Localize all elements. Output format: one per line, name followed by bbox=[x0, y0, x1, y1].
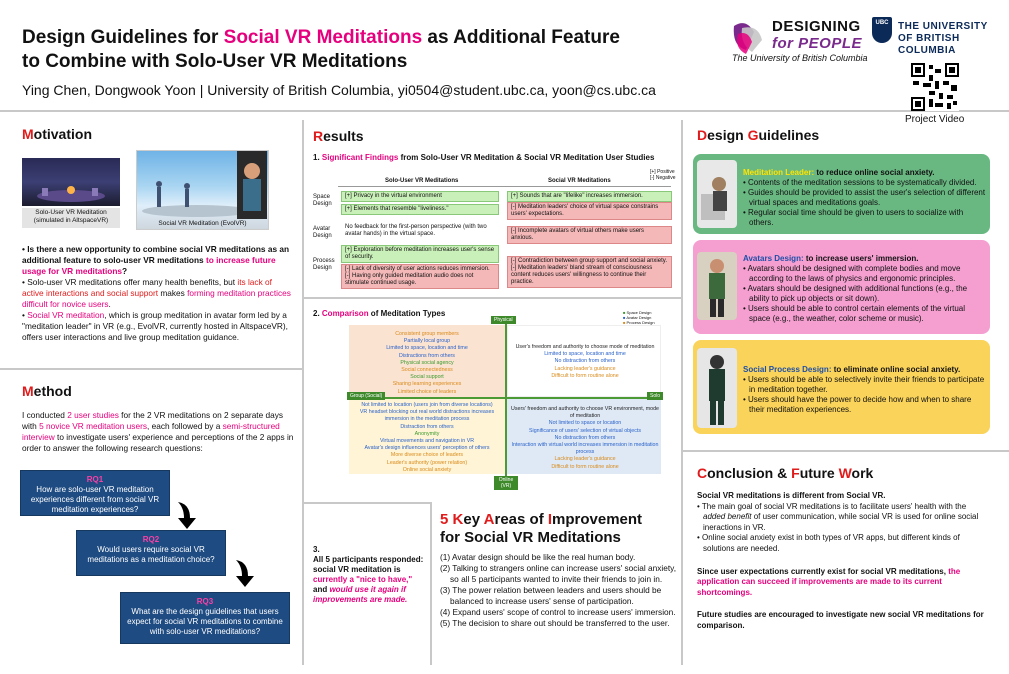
solo-vr-caption: Solo-User VR Meditation (simulated in Al… bbox=[22, 208, 120, 228]
axis-bottom-label: Online (VR) bbox=[494, 476, 518, 490]
column-divider-1 bbox=[302, 120, 304, 665]
key-area-item: (2) Talking to strangers online can incr… bbox=[440, 563, 676, 585]
guidelines-conclusion-divider bbox=[681, 450, 1009, 452]
guideline-process-text: Social Process Design: to eliminate onli… bbox=[743, 365, 987, 415]
arrow-down-icon bbox=[234, 558, 256, 588]
finding-social-space-2: [-] Meditation leaders' choice of virtua… bbox=[507, 202, 672, 220]
qr-label: Project Video bbox=[905, 114, 964, 125]
motivation-method-divider bbox=[0, 368, 302, 370]
quadrant-legend: ■ Space Design ■ Avatar Design ■ Process… bbox=[623, 310, 655, 325]
quadrant-top-right-list: User's freedom and authority to choose m… bbox=[510, 344, 660, 380]
quadrant-bottom-left-list: Not limited to location (users join from… bbox=[352, 402, 502, 474]
finding-social-avatar-1: [-] Incomplete avatars of virtual others… bbox=[507, 226, 672, 244]
axis-horizontal bbox=[347, 397, 663, 399]
method-text: I conducted 2 user studies for the 2 VR … bbox=[22, 410, 294, 454]
column-divider-2 bbox=[681, 120, 683, 665]
conclusion-heading: Conclusion & Future Work bbox=[697, 465, 873, 481]
guideline-leader-text: Meditation Leader: to reduce online soci… bbox=[743, 168, 987, 228]
table-rule bbox=[338, 186, 671, 187]
key-area-item: (5) The decision to share out should be … bbox=[440, 618, 676, 629]
col-solo-header: Solo-User VR Meditations bbox=[385, 178, 458, 184]
dfp-wordmark: DESIGNING for PEOPLE bbox=[772, 18, 862, 52]
finding-solo-process-2: [-] Lack of diversity of user actions re… bbox=[341, 264, 499, 289]
ubc-wordmark: THE UNIVERSITY OF BRITISH COLUMBIA bbox=[898, 21, 1009, 57]
qr-code-icon[interactable] bbox=[911, 63, 959, 111]
rq1-box: RQ1How are solo-user VR meditation exper… bbox=[20, 470, 170, 516]
key-areas-list: (1) Avatar design should be like the rea… bbox=[440, 552, 676, 629]
ubc-crest-icon: UBC bbox=[872, 17, 892, 43]
row-process-label: Process Design bbox=[313, 258, 335, 272]
guideline-avatar-image bbox=[697, 252, 737, 320]
guideline-leader-image bbox=[697, 160, 737, 228]
guidelines-heading: Design Guidelines bbox=[697, 127, 819, 143]
axis-vertical bbox=[505, 322, 507, 478]
finding-solo-process-1: [+] Exploration before meditation increa… bbox=[341, 245, 499, 263]
row-space-label: Space Design bbox=[313, 194, 335, 208]
col-social-header: Social VR Meditations bbox=[548, 178, 611, 184]
finding-social-space-1: [+] Sounds that are "lifelike" increases… bbox=[507, 191, 672, 202]
quadrant-top-left-list: Consistent group membersPartially local … bbox=[352, 331, 502, 396]
poster-authors: Ying Chen, Dongwook Yoon | University of… bbox=[22, 82, 722, 98]
results-divider-2 bbox=[302, 502, 432, 504]
motivation-heading: Motivation bbox=[22, 126, 92, 142]
finding-solo-space-1: [+] Privacy in the virtual environment bbox=[341, 191, 499, 202]
axis-top-label: Physical bbox=[491, 316, 516, 324]
poster-title: Design Guidelines for Social VR Meditati… bbox=[22, 26, 712, 74]
findings-heading: 1. Significant Findings from Solo-User V… bbox=[313, 153, 654, 162]
quadrant-bottom-right-list: Users' freedom and authority to choose V… bbox=[510, 406, 660, 471]
results-divider-1 bbox=[302, 297, 681, 299]
dfp-subtitle: The University of British Columbia bbox=[732, 53, 868, 63]
rq2-box: RQ2Would users require social VR meditat… bbox=[76, 530, 226, 576]
findings-legend: [+] Positive[-] Negative bbox=[650, 169, 676, 181]
results-heading: Results bbox=[313, 128, 364, 144]
results-divider-3 bbox=[430, 502, 432, 665]
header-divider bbox=[0, 110, 1009, 112]
social-vr-photo bbox=[136, 150, 269, 230]
guideline-avatar-text: Avatars Design: to increase users' immer… bbox=[743, 254, 987, 324]
axis-right-label: Solo bbox=[647, 392, 663, 400]
key-areas-heading: 5 Key Areas of Improvement for Social VR… bbox=[440, 511, 676, 547]
rq3-box: RQ3What are the design guidelines that u… bbox=[120, 592, 290, 644]
finding-solo-avatar-1: No feedback for the first-person perspec… bbox=[345, 224, 505, 238]
comparison-heading: 2. Comparison of Meditation Types bbox=[313, 309, 445, 318]
solo-vr-photo bbox=[22, 158, 120, 206]
row-avatar-label: Avatar Design bbox=[313, 226, 335, 240]
key-area-item: (4) Expand users' scope of control to in… bbox=[440, 607, 676, 618]
designing-for-people-logo-icon bbox=[728, 20, 766, 56]
finding-3: 3. All 5 participants responded: social … bbox=[313, 545, 428, 605]
arrow-down-icon bbox=[176, 500, 198, 530]
social-vr-caption: Social VR Meditation (EvolVR) bbox=[136, 220, 269, 227]
key-area-item: (1) Avatar design should be like the rea… bbox=[440, 552, 676, 563]
motivation-text: • Is there a new opportunity to combine … bbox=[22, 244, 294, 343]
key-area-item: (3) The power relation between leaders a… bbox=[440, 585, 676, 607]
finding-social-process-1: [-] Contradiction between group support … bbox=[507, 256, 672, 288]
conclusion-text: Social VR meditations is different from … bbox=[697, 491, 987, 632]
finding-solo-space-2: [+] Elements that resemble "liveliness." bbox=[341, 204, 499, 215]
guideline-process-image bbox=[697, 348, 737, 428]
method-heading: Method bbox=[22, 383, 72, 399]
